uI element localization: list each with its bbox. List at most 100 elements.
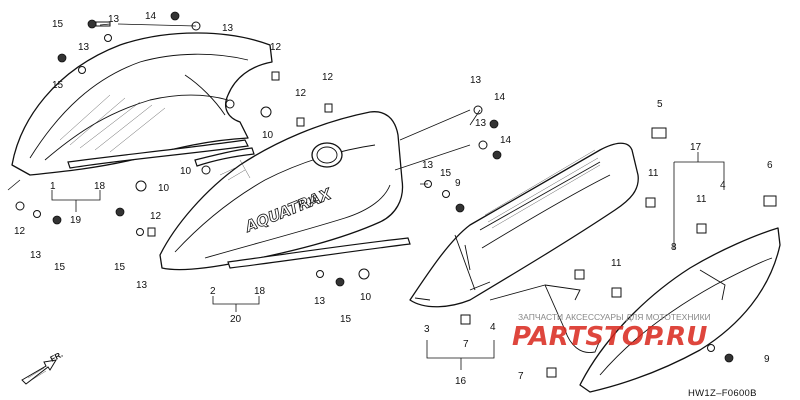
callout: 19 (70, 215, 82, 226)
grommet-icon (225, 99, 235, 109)
callout: 13 (108, 14, 120, 25)
callout: 12 (270, 42, 282, 53)
bolt-icon (455, 203, 465, 213)
bolt-icon (57, 53, 67, 63)
clip-icon (271, 71, 280, 81)
clip-icon (546, 367, 557, 378)
callout: 15 (54, 262, 66, 273)
callout: 3 (424, 324, 430, 335)
right-side-cover (579, 227, 781, 393)
callout: 15 (52, 80, 64, 91)
callout: 9 (455, 178, 461, 189)
washer-icon (136, 228, 144, 236)
clip-icon (296, 117, 305, 127)
callout: 14 (494, 92, 506, 103)
clip-icon (324, 103, 333, 113)
callout: 7 (463, 339, 469, 350)
callout: 13 (422, 160, 434, 171)
clip-icon (611, 287, 622, 298)
callout: 10 (158, 183, 170, 194)
grommet-icon (135, 180, 147, 192)
callouts: 15 13 14 13 13 15 12 12 12 10 10 10 1 18… (14, 11, 773, 387)
diagram-code: HW1Z–F0600B (688, 388, 757, 399)
trim-strip-mid (194, 147, 255, 167)
callout: 13 (475, 118, 487, 129)
leader-lines (7, 23, 725, 370)
bolt-icon (115, 207, 125, 217)
callout: 11 (648, 168, 659, 179)
bolt-icon (489, 119, 499, 129)
callout: 13 (78, 42, 90, 53)
lower-tray (409, 142, 639, 308)
callout: 12 (150, 211, 162, 222)
callout: 10 (262, 130, 274, 141)
callout: 12 (295, 88, 307, 99)
trim-strip-lower (227, 237, 411, 269)
callout: 15 (340, 314, 352, 325)
callout: 18 (94, 181, 106, 192)
clip-icon (147, 227, 156, 237)
callout: 12 (14, 226, 26, 237)
clip-icon (460, 314, 471, 325)
callout: 13 (470, 75, 482, 86)
callout: 6 (767, 160, 773, 171)
callout: 13 (136, 280, 148, 291)
callout: 14 (145, 11, 157, 22)
washer-icon (316, 270, 324, 278)
watermark-brand: PARTSTOP.RU (512, 322, 707, 352)
clip-icon (763, 195, 777, 207)
callout: 15 (52, 19, 64, 30)
callout: 11 (696, 194, 707, 205)
washer-icon (473, 105, 483, 115)
stay-bracket (489, 284, 601, 353)
callout: 1 (50, 181, 56, 192)
front-arrow-icon: FR. (21, 350, 64, 385)
callout: 13 (30, 250, 42, 261)
callout: 4 (490, 322, 496, 333)
washer-icon (442, 190, 450, 198)
grommet-icon (358, 268, 370, 280)
callout: 12 (322, 72, 334, 83)
callout: 18 (254, 286, 266, 297)
callout: 20 (230, 314, 242, 325)
watermark-tagline: ЗАПЧАСТИ АКСЕССУАРЫ ДЛЯ МОТОТЕХНИКИ (518, 312, 711, 322)
washer-icon (15, 201, 25, 211)
bolt-icon (492, 150, 502, 160)
washer-icon (104, 34, 112, 42)
watermark: ЗАПЧАСТИ АКСЕССУАРЫ ДЛЯ МОТОТЕХНИКИ PART… (512, 312, 711, 352)
access-hatch (311, 142, 343, 168)
trim-strip-upper (67, 139, 249, 169)
clip-icon (645, 197, 656, 208)
callout: 5 (657, 99, 663, 110)
callout: 13 (314, 296, 326, 307)
bolt-icon (335, 277, 345, 287)
fasteners (15, 11, 777, 378)
washer-icon (478, 140, 488, 150)
washer-icon (707, 344, 715, 352)
callout: 2 (210, 286, 216, 297)
callout: 13 (222, 23, 234, 34)
callout: 15 (440, 168, 452, 179)
washer-icon (33, 210, 41, 218)
callout: 15 (114, 262, 126, 273)
callout: 10 (180, 166, 192, 177)
callout: 17 (690, 142, 702, 153)
callout: 14 (500, 135, 512, 146)
callout: 4 (720, 180, 726, 191)
callout: 16 (455, 376, 467, 387)
callout: 9 (764, 354, 770, 365)
clip-icon (651, 127, 667, 139)
bolt-icon (52, 215, 62, 225)
callout: 8 (671, 242, 677, 253)
grommet-icon (201, 165, 211, 175)
clip-icon (574, 269, 585, 280)
washer-icon (78, 66, 86, 74)
callout: 11 (611, 258, 622, 269)
bolt-icon (724, 353, 734, 363)
callout: 7 (518, 371, 524, 382)
callout: 10 (360, 292, 372, 303)
bolt-icon (87, 19, 97, 29)
grommet-icon (260, 106, 272, 118)
clip-icon (696, 223, 707, 234)
